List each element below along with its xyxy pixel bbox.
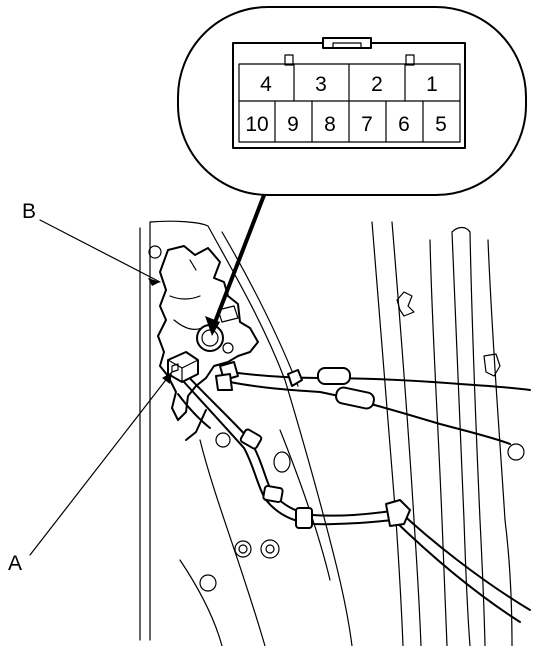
mounting-bracket: [157, 245, 259, 421]
connector-face: [232, 37, 466, 149]
connector-detail-bubble: 4 3 2 1 10 9 8 7 6 5: [177, 6, 527, 196]
leader-lines: [29, 189, 268, 556]
wire-harness: [177, 361, 531, 623]
pin-label: 6: [398, 113, 410, 136]
pin-label: 3: [315, 73, 327, 96]
pin-label: 5: [435, 113, 447, 136]
callout-a: A: [8, 552, 22, 575]
pin-label: 8: [324, 113, 336, 136]
connector-a: [167, 351, 199, 383]
pin-label: 10: [245, 113, 268, 136]
callout-b: B: [22, 200, 36, 223]
pointer-arrow-b: [148, 278, 160, 286]
pointer-arrow-a: [162, 372, 172, 384]
detail-leader-arrowhead: [205, 316, 220, 336]
pin-label: 2: [371, 73, 383, 96]
pin-label: 7: [361, 113, 373, 136]
pin-label: 9: [287, 113, 299, 136]
pin-label: 1: [426, 73, 438, 96]
pin-label: 4: [260, 73, 272, 96]
detail-leader: [210, 189, 268, 331]
